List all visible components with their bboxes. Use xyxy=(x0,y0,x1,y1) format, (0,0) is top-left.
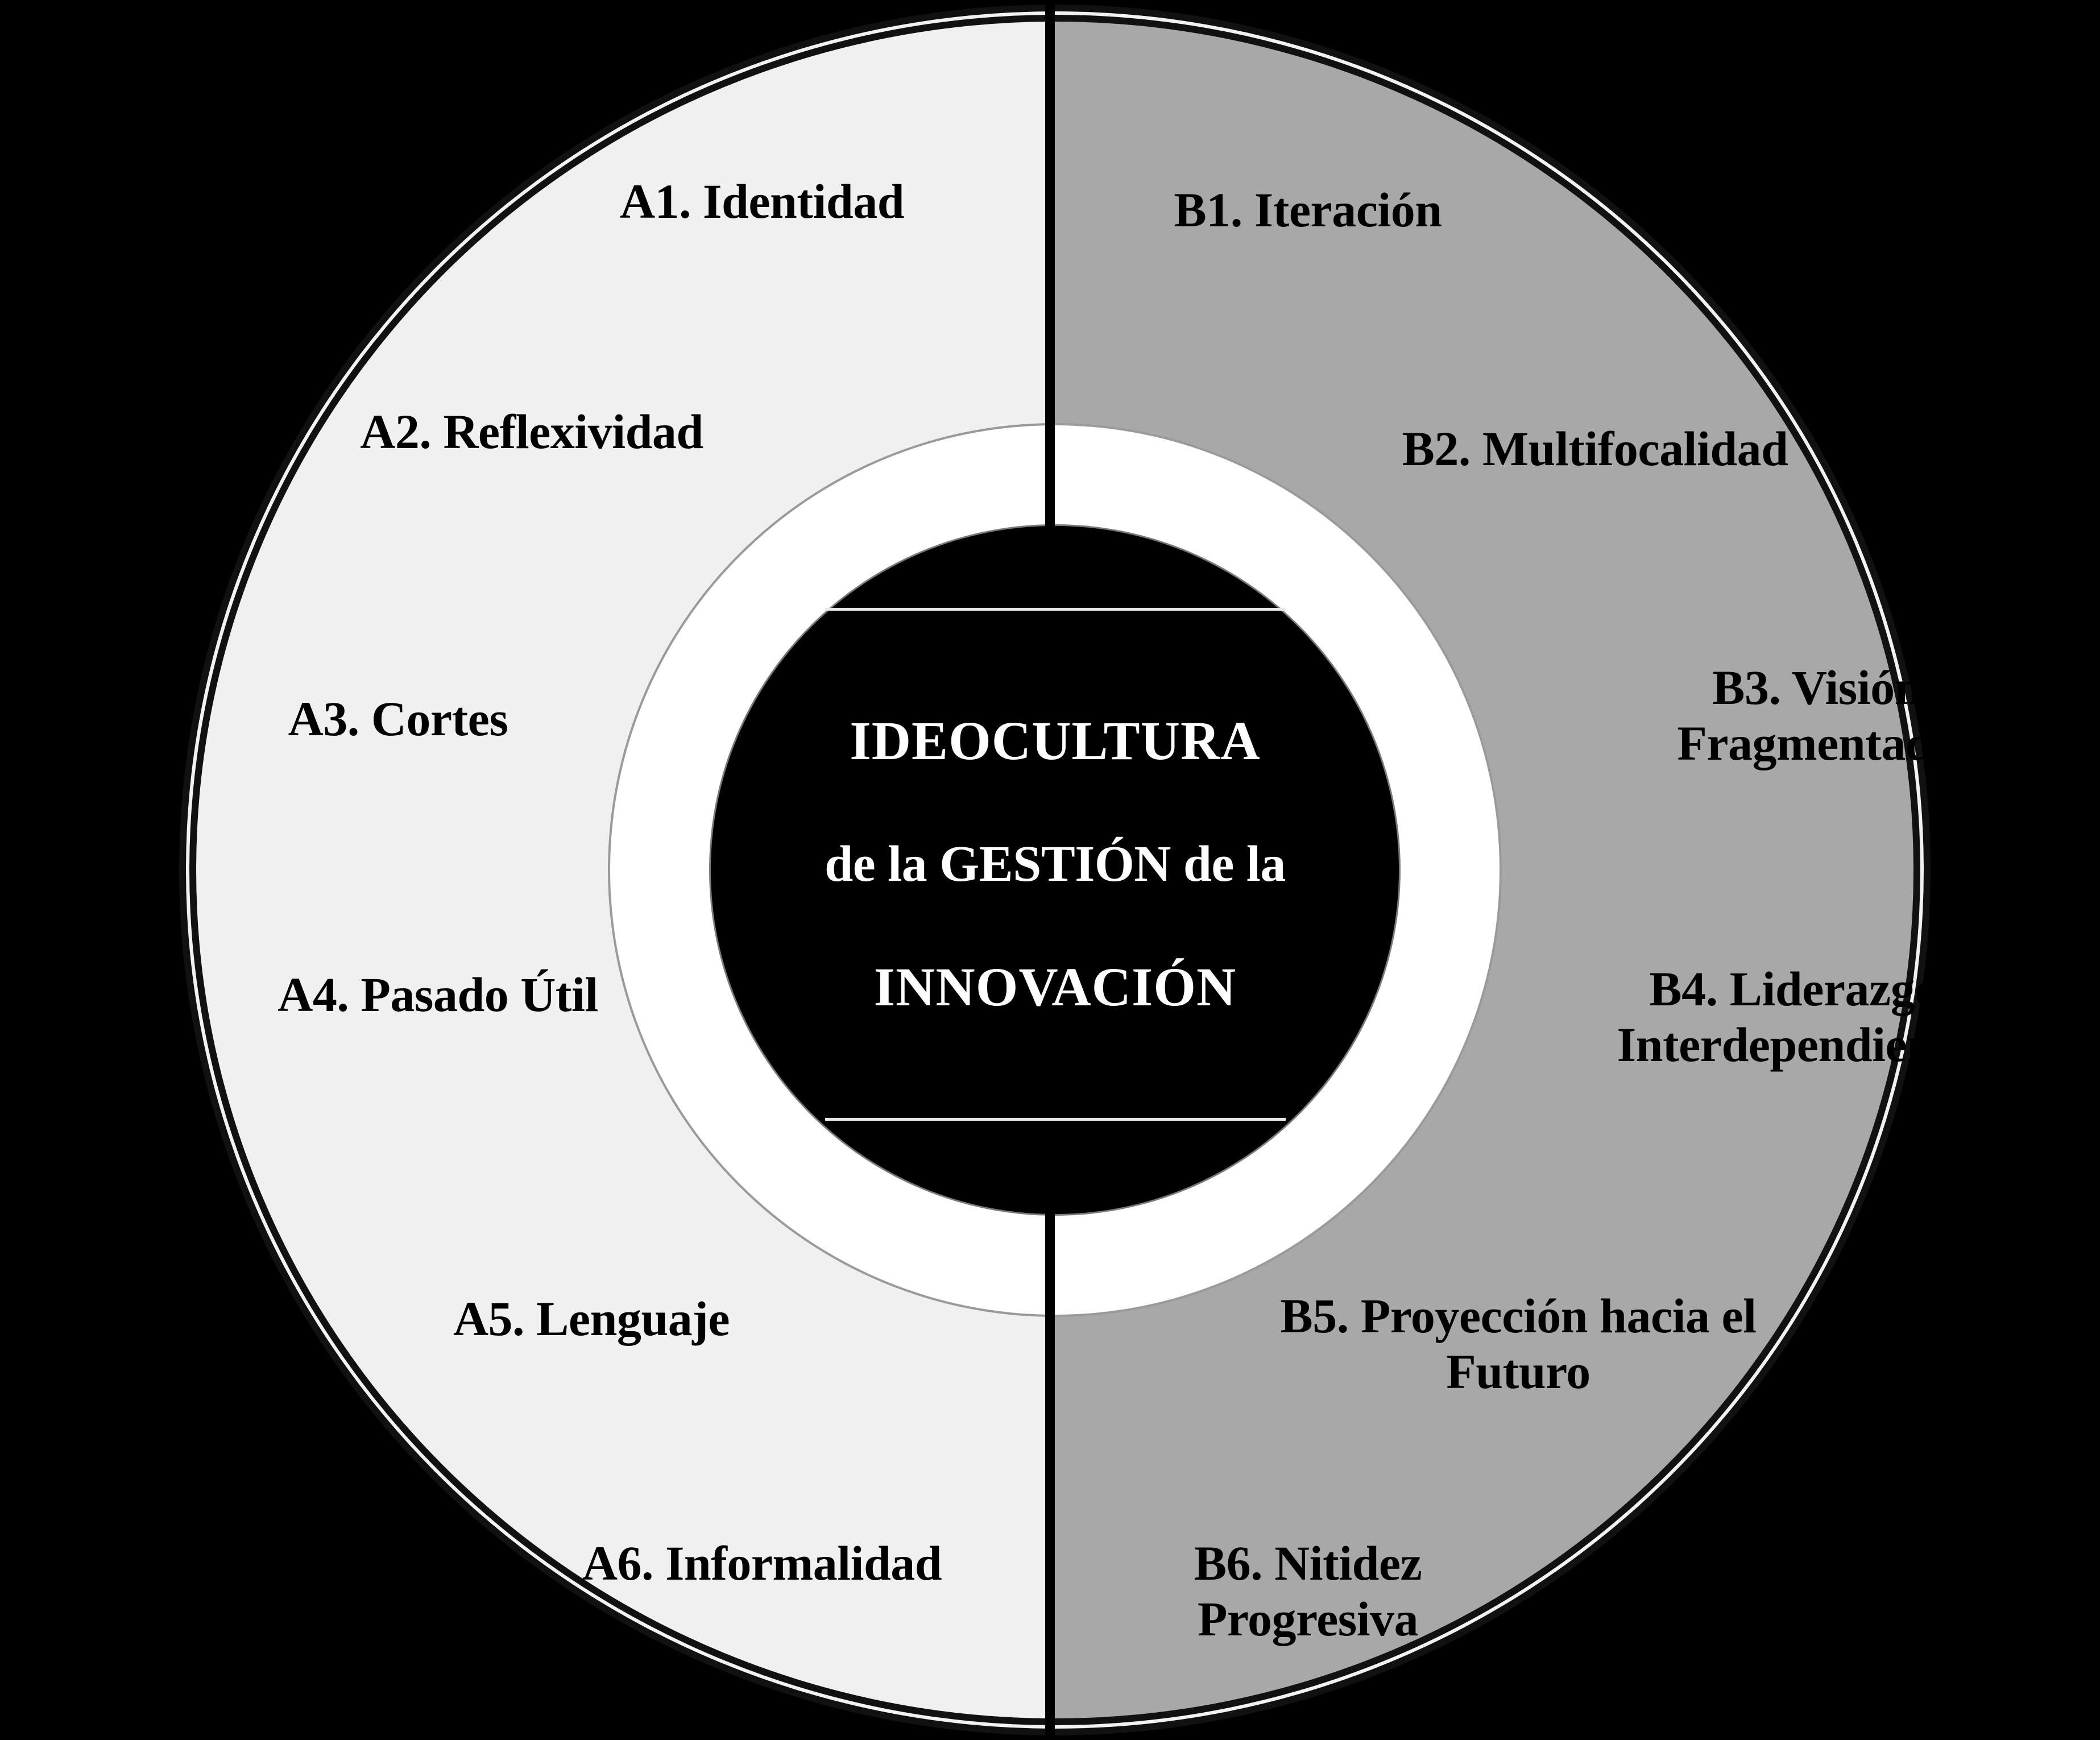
core-title-line-2: de la GESTIÓN de la xyxy=(825,836,1286,893)
label-a2-reflexividad: A2. Reflexividad xyxy=(360,404,703,459)
core-emblem: IDEOCULTURA de la GESTIÓN de la INNOVACI… xyxy=(749,607,1361,1121)
label-a3-cortes: A3. Cortes xyxy=(288,691,508,746)
label-a5-lenguaje: A5. Lenguaje xyxy=(453,1291,730,1346)
label-b5-proyeccion-hacia-el-futuro: B5. Proyección hacia el Futuro xyxy=(1280,1289,1757,1399)
core-rule-top xyxy=(825,607,1286,611)
core-title-line-1: IDEOCULTURA xyxy=(850,710,1261,772)
label-b3-vision-fragmentada: B3. Visión Fragmentada xyxy=(1677,660,1957,771)
label-b1-iteracion: B1. Iteración xyxy=(1174,183,1442,237)
vertical-divider xyxy=(1045,0,1055,1740)
label-a6-informalidad: A6. Informalidad xyxy=(582,1536,942,1590)
label-b4-liderazgo-interdependiente: B4. Liderazgo Interdependiente xyxy=(1617,962,1971,1072)
label-b2-multifocalidad: B2. Multifocalidad xyxy=(1402,421,1788,476)
core-title: IDEOCULTURA de la GESTIÓN de la INNOVACI… xyxy=(825,648,1286,1080)
core-rule-bottom xyxy=(825,1118,1286,1121)
label-b6-nitidez-progresiva: B6. Nitidez Progresiva xyxy=(1194,1536,1422,1647)
label-a4-pasado-util: A4. Pasado Útil xyxy=(277,967,598,1022)
label-a1-identidad: A1. Identidad xyxy=(619,174,905,229)
core-title-line-3: INNOVACIÓN xyxy=(873,956,1237,1018)
